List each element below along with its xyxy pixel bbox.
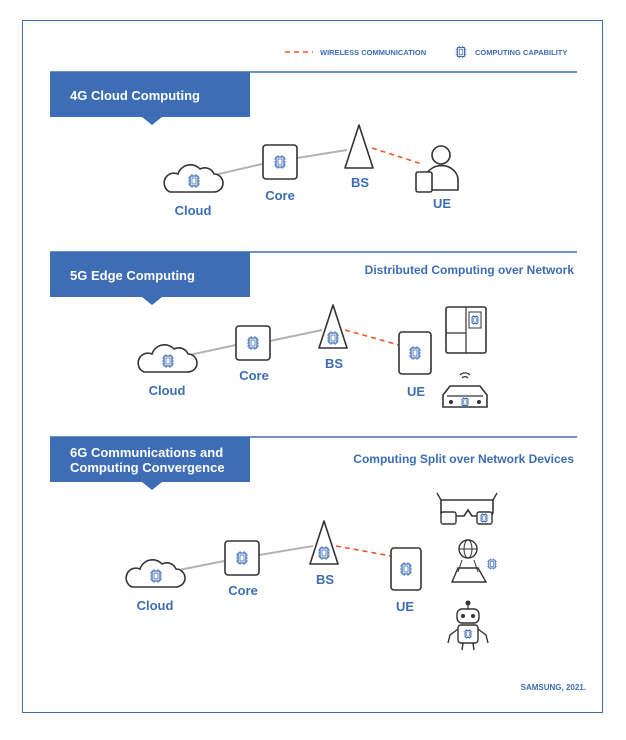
- section-5g: Cloud Core BS UE: [50, 251, 577, 408]
- section-banner: [50, 437, 250, 482]
- bs-label: BS: [316, 572, 334, 587]
- link-line: [296, 149, 348, 159]
- ue-label: UE: [407, 384, 425, 399]
- phone-icon: [398, 331, 432, 375]
- legend-computing-label: COMPUTING CAPABILITY: [475, 48, 567, 57]
- banner-pointer: [142, 482, 162, 490]
- section-banner: [50, 252, 250, 297]
- link-line: [258, 545, 314, 556]
- section-4g: Cloud Core BS UE: [50, 71, 577, 218]
- core-label: Core: [265, 188, 295, 203]
- source-credit: SAMSUNG, 2021.: [520, 683, 586, 692]
- legend-wireless-label: WIRELESS COMMUNICATION: [320, 48, 426, 57]
- base-station-icon: [309, 520, 339, 565]
- banner-pointer: [142, 297, 162, 305]
- ue-label: UE: [433, 196, 451, 211]
- banner-title-6g-line2: Computing Convergence: [70, 460, 225, 475]
- ar-glasses-icon: [436, 492, 498, 525]
- core-label: Core: [228, 583, 258, 598]
- section-subtitle-5g: Distributed Computing over Network: [364, 263, 574, 277]
- chip-legend-icon: [455, 45, 467, 59]
- section-subtitle-6g: Computing Split over Network Devices: [353, 452, 574, 466]
- cloud-label: Cloud: [137, 598, 174, 613]
- hologram-icon: [450, 539, 498, 583]
- banner-pointer: [142, 117, 162, 125]
- bs-label: BS: [325, 356, 343, 371]
- banner-title-5g: 5G Edge Computing: [70, 268, 195, 283]
- car-icon: [442, 372, 488, 408]
- legend: WIRELESS COMMUNICATION COMPUTING CAPABIL…: [285, 45, 567, 59]
- refrigerator-icon: [445, 306, 487, 354]
- wireless-link: [335, 545, 392, 557]
- figure-frame: [22, 20, 603, 713]
- section-6g: Cloud Core BS UE: [50, 436, 577, 651]
- phone-icon: [390, 547, 422, 591]
- cloud-label: Cloud: [149, 383, 186, 398]
- robot-icon: [447, 600, 489, 651]
- core-chip-icon: [235, 325, 271, 361]
- ue-label: UE: [396, 599, 414, 614]
- core-chip-icon: [262, 144, 298, 180]
- wireless-link: [344, 329, 400, 346]
- tablet-icon: [415, 171, 433, 193]
- banner-title-4g: 4G Cloud Computing: [70, 88, 200, 103]
- banner-title-6g-line1: 6G Communications and: [70, 445, 224, 460]
- wireless-link: [371, 147, 423, 165]
- base-station-icon: [344, 124, 374, 169]
- core-label: Core: [239, 368, 269, 383]
- section-banner: [50, 72, 250, 117]
- bs-label: BS: [351, 175, 369, 190]
- cloud-icon: [137, 344, 198, 373]
- cloud-label: Cloud: [175, 203, 212, 218]
- cloud-icon: [125, 559, 186, 588]
- base-station-icon: [318, 304, 348, 349]
- cloud-icon: [163, 164, 224, 193]
- link-line: [269, 329, 323, 342]
- core-chip-icon: [224, 540, 260, 576]
